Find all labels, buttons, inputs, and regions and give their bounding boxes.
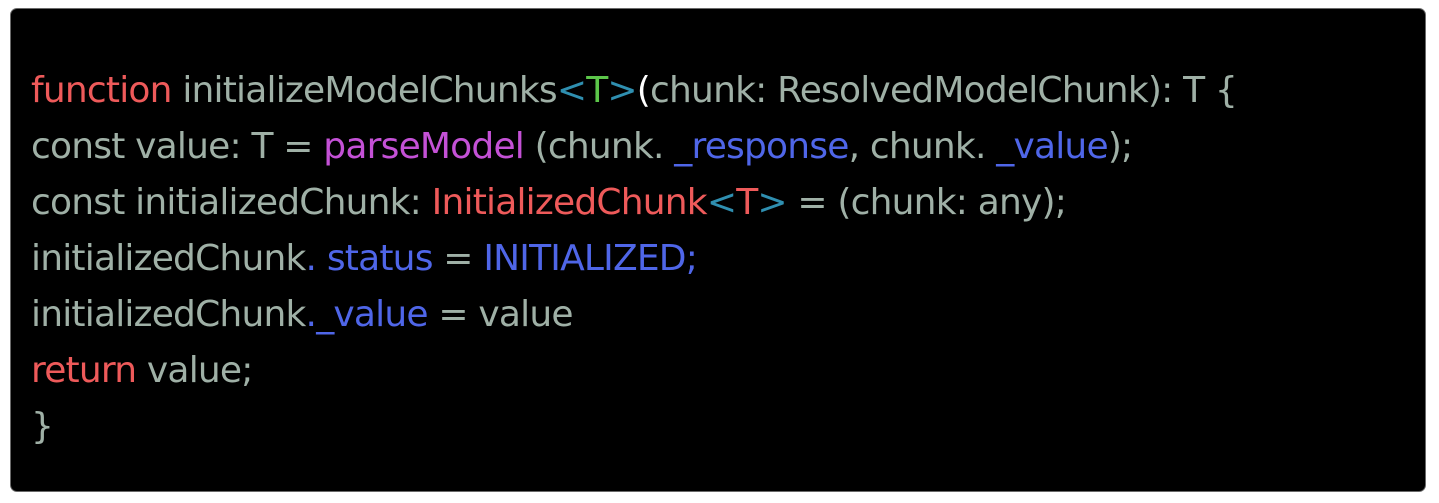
code-token-function-call: parseModel: [323, 126, 525, 167]
code-token-default-text: initializedChunk: [31, 294, 306, 335]
code-token-default-text: const initializedChunk:: [31, 182, 432, 223]
code-token-property: . status: [305, 238, 434, 279]
code-line: return value;: [31, 343, 1237, 399]
code-token-keyword: T: [736, 182, 758, 223]
code-token-default-text: const value: T =: [31, 126, 324, 167]
code-line: initializedChunk. status = INITIALIZED;: [31, 231, 1237, 287]
code-token-default-text: }: [31, 406, 54, 447]
code-token-property: INITIALIZED;: [483, 238, 698, 279]
code-token-generic-bracket: >: [757, 182, 787, 223]
code-token-default-text: initializeModelChunks: [171, 70, 557, 111]
code-token-default-text: (chunk.: [524, 126, 675, 167]
code-line: function initializeModelChunks<T>(chunk:…: [31, 63, 1238, 119]
code-block: function initializeModelChunks<T>(chunk:…: [31, 63, 1238, 455]
code-line: const initializedChunk: InitializedChunk…: [31, 175, 1237, 231]
code-token-property: ._value: [305, 294, 429, 335]
code-token-keyword: InitializedChunk: [431, 182, 708, 223]
code-token-property: _value: [996, 126, 1108, 167]
code-panel: function initializeModelChunks<T>(chunk:…: [10, 8, 1426, 492]
code-line: initializedChunk._value = value: [31, 287, 1237, 343]
code-token-default-text: value;: [136, 350, 253, 391]
code-token-generic-bracket: <: [556, 70, 587, 111]
code-token-paren-white: (: [636, 70, 651, 111]
code-token-generic-bracket: >: [607, 70, 637, 111]
code-token-generic-bracket: <: [706, 182, 737, 223]
code-token-default-text: =: [432, 238, 484, 279]
code-token-keyword: function: [31, 70, 172, 111]
code-token-default-text: );: [1107, 126, 1133, 167]
code-token-default-text: chunk: ResolvedModelChunk): T {: [650, 70, 1238, 111]
code-line: const value: T = parseModel (chunk. _res…: [31, 119, 1237, 175]
code-line: }: [31, 399, 1237, 455]
code-token-type-param: T: [586, 70, 608, 111]
code-token-default-text: initializedChunk: [31, 238, 306, 279]
code-token-keyword: return: [31, 350, 137, 391]
code-token-default-text: = (chunk: any);: [786, 182, 1067, 223]
code-token-default-text: = value: [427, 294, 573, 335]
code-token-default-text: , chunk.: [848, 126, 997, 167]
code-token-property: _response: [674, 126, 849, 167]
